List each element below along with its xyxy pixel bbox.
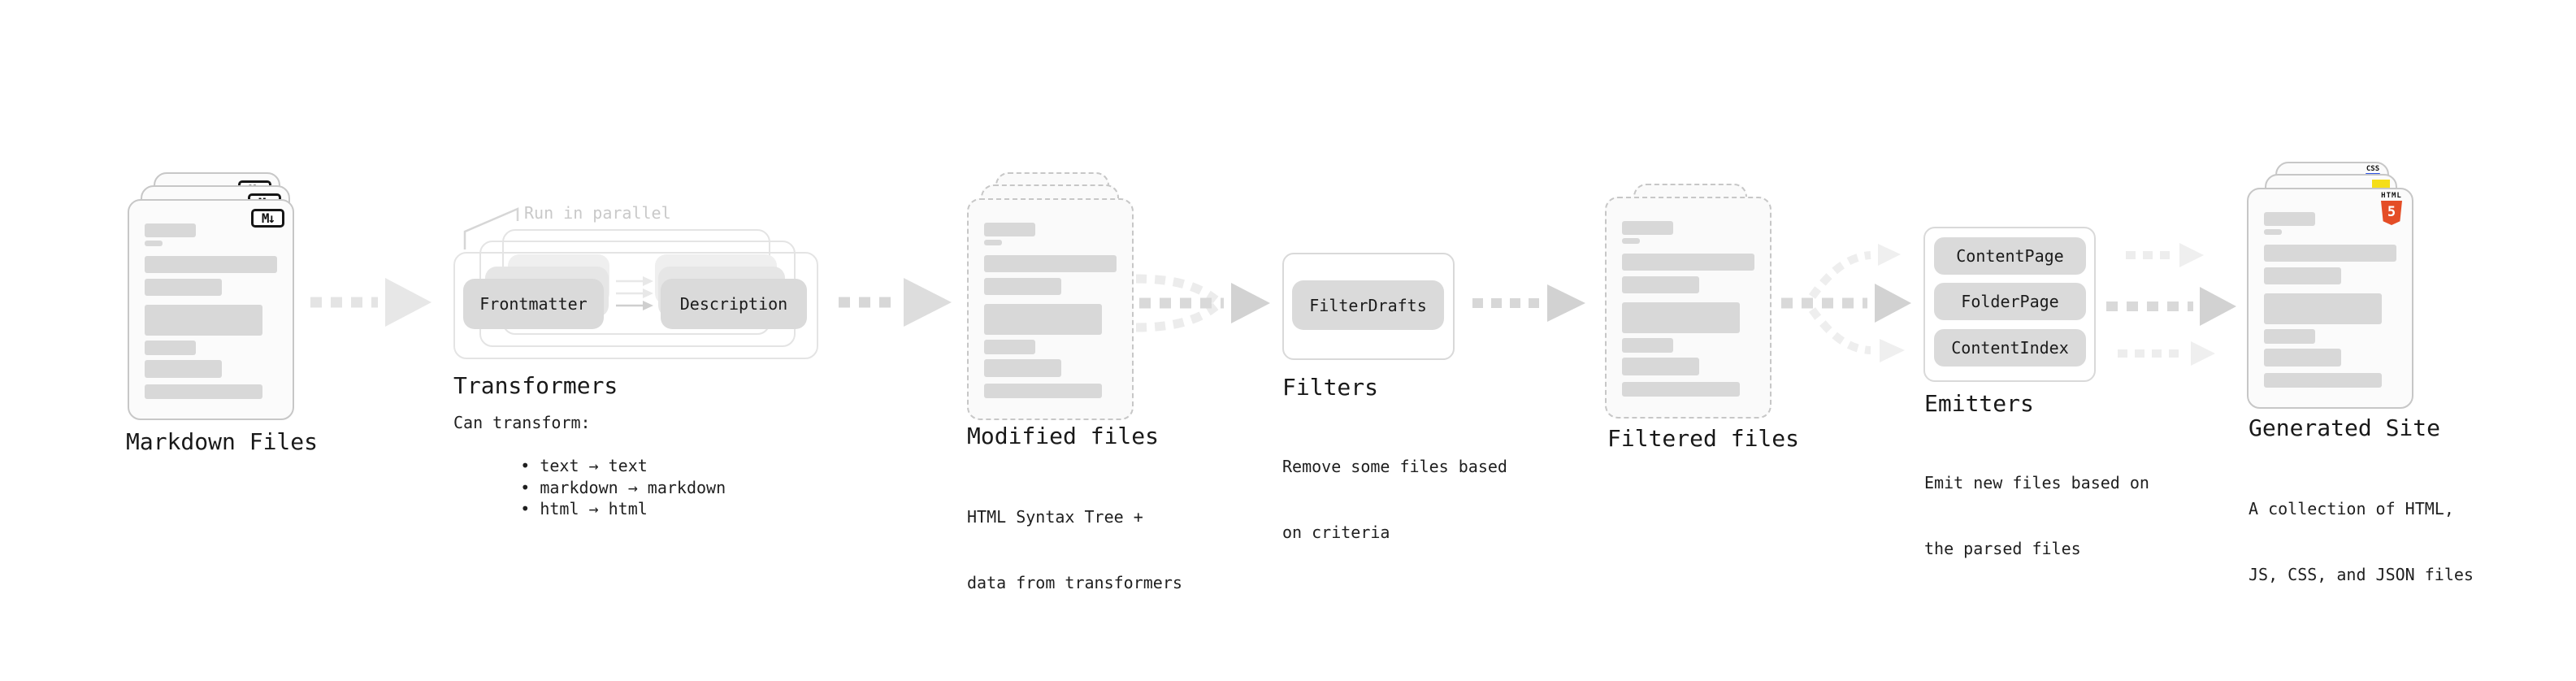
bullet-item: • markdown → markdown [520, 477, 726, 497]
doc-line-bar [1622, 382, 1740, 397]
modified-files-description: HTML Syntax Tree + data from transformer… [967, 462, 1182, 638]
doc-line-bar [984, 240, 1002, 245]
content-index-pill: ContentIndex [1934, 329, 2086, 367]
description-line: on criteria [1282, 523, 1390, 542]
doc-line-bar [1622, 254, 1754, 271]
html5-icon-number: 5 [2387, 203, 2396, 220]
doc-line-bar [984, 278, 1061, 295]
transformer-pill-arrows [616, 276, 653, 310]
description-pill: Description [661, 279, 807, 329]
markdown-icon: M↓ [251, 209, 284, 228]
doc-line-bar [2264, 245, 2396, 262]
stage-title-markdown-files: Markdown Files [126, 428, 319, 455]
js-icon [2372, 180, 2390, 189]
doc-line-bar [984, 384, 1102, 398]
doc-line-bar [2264, 349, 2341, 367]
doc-content-lines [145, 223, 277, 399]
doc-line-bar [1622, 338, 1673, 353]
doc-line-bar [1622, 238, 1640, 244]
arrow-transformers-to-modified [839, 278, 952, 327]
run-in-parallel-annotation: Run in parallel [524, 203, 671, 223]
doc-line-bar [984, 223, 1035, 236]
html5-icon-label: HTML [2381, 192, 2402, 200]
arrow-modified-to-filters-merge [1135, 274, 1270, 332]
doc-line-bar [2264, 212, 2315, 226]
stage-title-modified-files: Modified files [967, 423, 1160, 449]
description-line: JS, CSS, and JSON files [2249, 565, 2474, 584]
transformers-description: Can transform: [453, 413, 591, 432]
doc-line-bar [984, 340, 1035, 354]
doc-content-lines [984, 223, 1117, 398]
doc-line-bar [145, 256, 277, 273]
arrow-filters-to-filtered [1472, 284, 1585, 322]
emitters-description: Emit new files based on the parsed files [1924, 428, 2149, 604]
stage-title-filtered-files: Filtered files [1607, 425, 1800, 452]
html5-icon-shield: 5 [2381, 201, 2402, 225]
html5-icon: HTML 5 [2380, 193, 2403, 225]
doc-line-bar [145, 305, 262, 336]
doc-line-bar [1622, 358, 1699, 375]
doc-line-bar [1622, 302, 1740, 333]
stage-title-filters: Filters [1282, 374, 1379, 401]
markdown-file-card: M↓ [128, 199, 294, 420]
doc-line-bar [145, 384, 262, 399]
stage-title-transformers: Transformers [453, 372, 618, 399]
description-line: Emit new files based on [1924, 473, 2149, 492]
doc-line-bar [2264, 373, 2382, 388]
content-page-pill: ContentPage [1934, 237, 2086, 275]
generated-html-file-card: HTML 5 [2247, 188, 2413, 409]
doc-line-bar [2264, 229, 2282, 235]
description-line: the parsed files [1924, 539, 2081, 558]
stage-title-emitters: Emitters [1924, 390, 2034, 417]
arrows-emitters-to-generated [2106, 243, 2236, 366]
bullet-item: • text → text [520, 456, 648, 476]
filter-drafts-pill: FilterDrafts [1292, 280, 1444, 330]
doc-content-lines [1622, 221, 1754, 397]
doc-line-bar [2264, 293, 2382, 324]
doc-line-bar [145, 360, 222, 378]
doc-line-bar [145, 279, 222, 296]
transformer-run-box [453, 252, 818, 359]
doc-line-bar [2264, 267, 2341, 284]
generated-site-description: A collection of HTML, JS, CSS, and JSON … [2249, 454, 2474, 630]
doc-line-bar [984, 359, 1061, 377]
doc-line-bar [1622, 276, 1699, 293]
doc-line-bar [984, 304, 1102, 335]
doc-line-bar [145, 241, 163, 246]
arrow-filtered-to-emitters-fanout [1781, 244, 1911, 362]
doc-line-bar [145, 340, 196, 355]
css-icon-label: CSS [2366, 165, 2380, 173]
description-line: data from transformers [967, 573, 1182, 592]
folder-page-pill: FolderPage [1934, 283, 2086, 320]
description-line: A collection of HTML, [2249, 499, 2454, 518]
filtered-file-card [1605, 197, 1772, 419]
filters-description: Remove some files based on criteria [1282, 412, 1507, 588]
frontmatter-pill: Frontmatter [463, 279, 604, 329]
bullet-item: • html → html [520, 498, 648, 518]
stage-title-generated-site: Generated Site [2249, 414, 2441, 441]
transformers-bullet-list: • text → text • markdown → markdown • ht… [462, 434, 726, 540]
doc-content-lines [2264, 212, 2396, 388]
description-line: Remove some files based [1282, 457, 1507, 476]
doc-line-bar [2264, 329, 2315, 344]
doc-line-bar [1622, 221, 1673, 235]
description-line: HTML Syntax Tree + [967, 507, 1143, 527]
arrow-markdown-to-transformers [310, 278, 432, 327]
doc-line-bar [145, 223, 196, 237]
modified-file-card [967, 198, 1134, 420]
annotation-leader-line [463, 207, 519, 249]
doc-line-bar [984, 255, 1117, 272]
